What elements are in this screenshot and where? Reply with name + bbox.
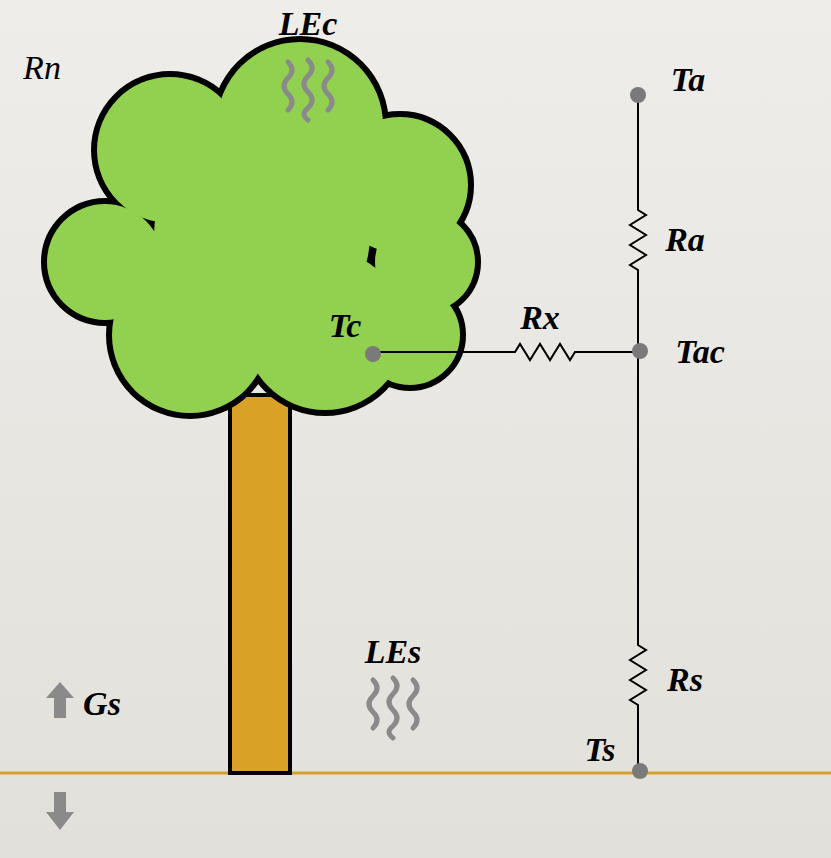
variable-label: Gs [83, 687, 121, 721]
variable-label: Tc [329, 309, 362, 343]
variable-label: Rx [520, 301, 560, 335]
variable-label: Ra [665, 223, 705, 257]
canopy-fill [47, 42, 475, 413]
node-dot [632, 763, 648, 779]
variable-label: Rn [23, 51, 61, 85]
ground-line [0, 772, 831, 775]
vapor-wave [369, 678, 417, 738]
flux-arrow-down [46, 792, 74, 830]
variable-label: LEs [365, 635, 422, 669]
node-dot [632, 343, 648, 359]
variable-label: Ta [671, 63, 706, 97]
canopy-outline [45, 40, 477, 415]
tree-trunk [230, 395, 290, 773]
vapor-wave [284, 60, 332, 120]
variable-label: Rs [667, 663, 703, 697]
node-dot [365, 346, 381, 362]
resistor-symbol [373, 344, 638, 360]
temperature-points [365, 87, 648, 779]
resistor-symbol [630, 95, 646, 350]
flux-arrow-up [46, 682, 74, 718]
resistor-symbol [630, 350, 646, 772]
variable-label: Ts [585, 733, 616, 767]
variable-label: Tac [675, 335, 725, 369]
node-dot [630, 87, 646, 103]
resistor-network [373, 95, 646, 772]
variable-label: LEc [279, 7, 338, 41]
